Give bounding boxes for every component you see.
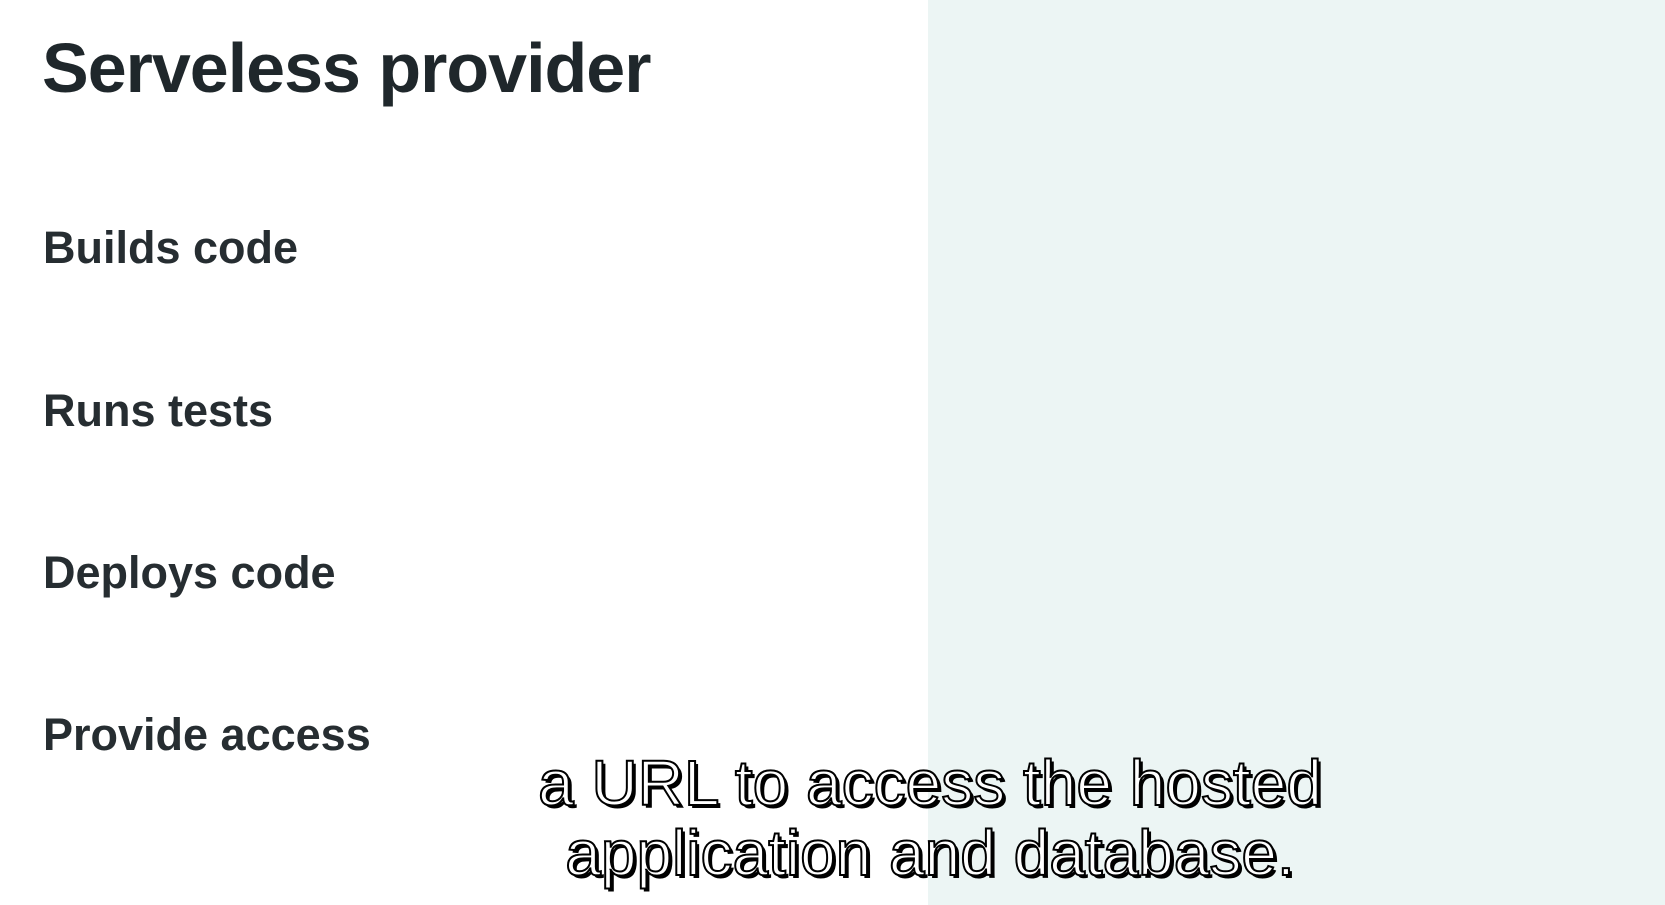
subtitle-line-1: a URL to access the hosted	[537, 747, 1323, 819]
list-item-runs-tests: Runs tests	[43, 385, 274, 436]
video-subtitle: a URL to access the hosted application a…	[430, 747, 1430, 889]
list-item-provide-access: Provide access	[43, 709, 371, 760]
list-item-deploys-code: Deploys code	[43, 547, 336, 598]
slide-title: Serveless provider	[42, 29, 651, 107]
content-panel: Serveless provider Builds code Runs test…	[42, 29, 652, 760]
list-item-builds-code: Builds code	[43, 222, 299, 273]
visual-panel	[928, 0, 1665, 905]
subtitle-line-2: application and database.	[564, 817, 1295, 889]
